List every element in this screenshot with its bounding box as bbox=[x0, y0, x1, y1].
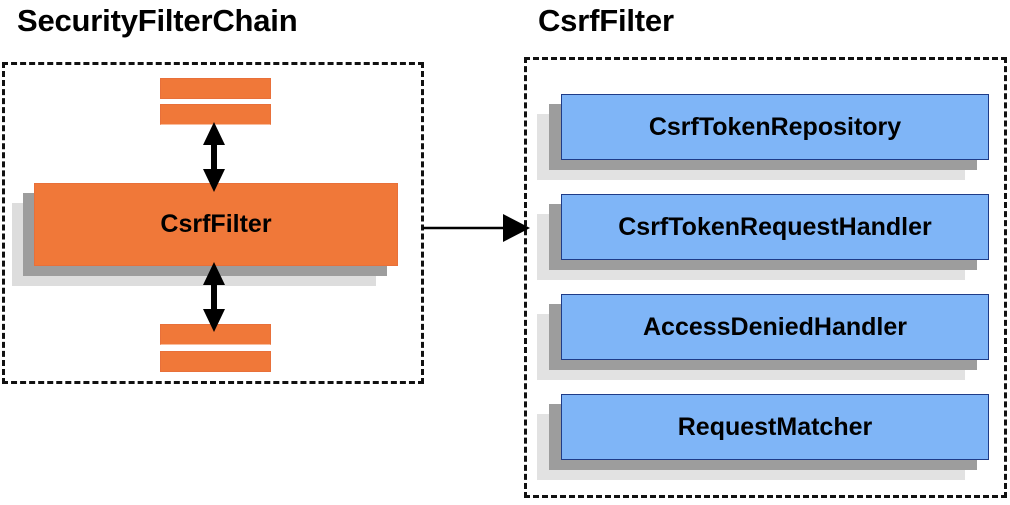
group-box-securityfilterchain bbox=[2, 62, 424, 384]
node-face: CsrfFilter bbox=[34, 183, 398, 266]
group-box-csrffilter bbox=[524, 57, 1007, 498]
node-csrftokenrequesthandler-label: CsrfTokenRequestHandler bbox=[618, 212, 932, 241]
page-title-csrffilter: CsrfFilter bbox=[538, 3, 674, 38]
page-title-securityfilterchain: SecurityFilterChain bbox=[17, 3, 298, 38]
node-csrftokenrepository[interactable]: CsrfTokenRepository bbox=[537, 94, 989, 180]
node-face: CsrfTokenRepository bbox=[561, 94, 989, 160]
filter-bar-below-2 bbox=[160, 351, 271, 372]
node-accessdeniedhandler-label: AccessDeniedHandler bbox=[642, 312, 907, 341]
filter-bar-below-1 bbox=[160, 324, 271, 345]
node-csrffilter[interactable]: CsrfFilter bbox=[12, 183, 398, 286]
node-csrftokenrequesthandler[interactable]: CsrfTokenRequestHandler bbox=[537, 194, 989, 280]
node-face: CsrfTokenRequestHandler bbox=[561, 194, 989, 260]
node-face: AccessDeniedHandler bbox=[561, 294, 989, 360]
node-csrffilter-label: CsrfFilter bbox=[160, 210, 272, 238]
node-csrftokenrepository-label: CsrfTokenRepository bbox=[648, 112, 902, 141]
filter-bar-above-1 bbox=[160, 78, 271, 99]
node-face: RequestMatcher bbox=[561, 394, 989, 460]
connector-securityfilterchain-to-csrffilter bbox=[423, 214, 530, 242]
node-accessdeniedhandler[interactable]: AccessDeniedHandler bbox=[537, 294, 989, 380]
filter-bar-above-2 bbox=[160, 104, 271, 125]
node-requestmatcher-label: RequestMatcher bbox=[677, 412, 873, 441]
node-requestmatcher[interactable]: RequestMatcher bbox=[537, 394, 989, 480]
